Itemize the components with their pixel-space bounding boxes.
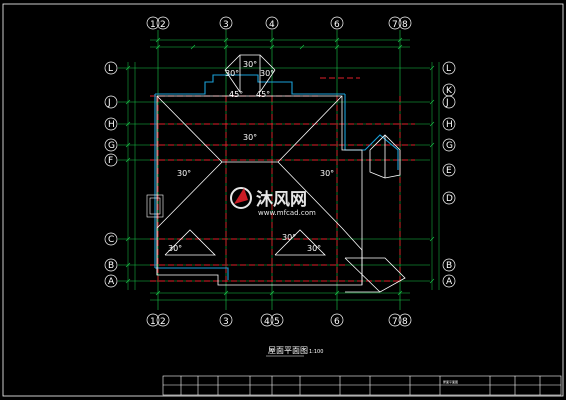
dimension-lines xyxy=(127,39,440,301)
axis-label-top: 3 xyxy=(223,20,229,30)
axis-label-left: L xyxy=(108,64,113,74)
slope-label: 45° xyxy=(256,90,270,99)
axis-label-right: J xyxy=(445,98,449,108)
roof-slope-labels: 30° 30° 30° 45° 45° 30° 30° 30° 30° 30° … xyxy=(168,60,334,253)
axis-label-left: J xyxy=(107,98,111,108)
axis-label-left: F xyxy=(108,156,113,166)
slope-label: 30° xyxy=(282,233,296,242)
axis-label-left: G xyxy=(108,141,115,151)
drawing-frame xyxy=(2,3,564,397)
title-block xyxy=(162,375,562,396)
axis-label-bottom: 8 xyxy=(402,317,408,327)
axis-label-right: K xyxy=(446,86,453,96)
axis-label-bottom: 3 xyxy=(223,317,229,327)
axis-label-right: D xyxy=(446,194,453,204)
slope-label: 30° xyxy=(307,244,321,253)
slope-label: 45° xyxy=(229,90,243,99)
axis-label-right: H xyxy=(446,120,453,130)
axis-label-left: B xyxy=(108,261,114,271)
axis-bubbles-bottom xyxy=(146,313,412,327)
slope-label: 30° xyxy=(243,60,257,69)
axis-label-bottom: 6 xyxy=(334,317,340,327)
title-block-project-label: 屋面平面图 xyxy=(443,379,458,384)
axis-label-top: 4 xyxy=(269,20,275,30)
axis-label-right: G xyxy=(446,141,453,151)
axis-label-bottom: 1 xyxy=(150,317,156,327)
drawing-scale: 1:100 xyxy=(309,349,323,355)
drawing-title: 屋面平面图 xyxy=(268,346,308,355)
dimension-ticks xyxy=(125,37,435,296)
axis-label-left: H xyxy=(108,120,115,130)
axis-label-left: A xyxy=(108,277,115,287)
slope-label: 30° xyxy=(177,169,191,178)
watermark-text: 沐风网 xyxy=(256,190,307,210)
drawing-title-group: 屋面平面图 1:100 xyxy=(266,346,323,357)
axis-label-left: C xyxy=(108,235,114,245)
axis-label-top: 7 xyxy=(392,20,398,30)
axis-label-bottom: 2 xyxy=(160,317,166,327)
axis-label-bottom: 5 xyxy=(274,317,280,327)
axis-label-bottom: 7 xyxy=(392,317,398,327)
slope-label: 30° xyxy=(243,133,257,142)
watermark-logo-icon xyxy=(230,187,252,209)
watermark-url: www.mfcad.com xyxy=(258,209,316,217)
axis-label-top: 2 xyxy=(160,20,166,30)
chimney-detail xyxy=(146,194,164,218)
axis-bubbles-right xyxy=(442,61,456,288)
axis-label-top: 1 xyxy=(150,20,156,30)
axis-bubbles-top xyxy=(146,16,412,30)
watermark: 沐风网 www.mfcad.com xyxy=(230,187,316,217)
axis-label-bottom: 4 xyxy=(264,317,270,327)
axis-label-right: A xyxy=(446,277,453,287)
slope-label: 30° xyxy=(168,244,182,253)
axis-label-right: L xyxy=(446,64,451,74)
gutter-outline xyxy=(154,74,399,280)
slope-label: 30° xyxy=(260,69,274,78)
axis-label-right: B xyxy=(446,261,452,271)
roof-outline xyxy=(156,54,406,293)
slope-label: 30° xyxy=(320,169,334,178)
axis-label-right: E xyxy=(446,166,452,176)
axis-bubbles-left xyxy=(104,61,118,288)
axis-label-top: 6 xyxy=(334,20,340,30)
wall-dashed-lines xyxy=(150,77,415,285)
axis-label-top: 8 xyxy=(402,20,408,30)
slope-label: 30° xyxy=(225,69,239,78)
